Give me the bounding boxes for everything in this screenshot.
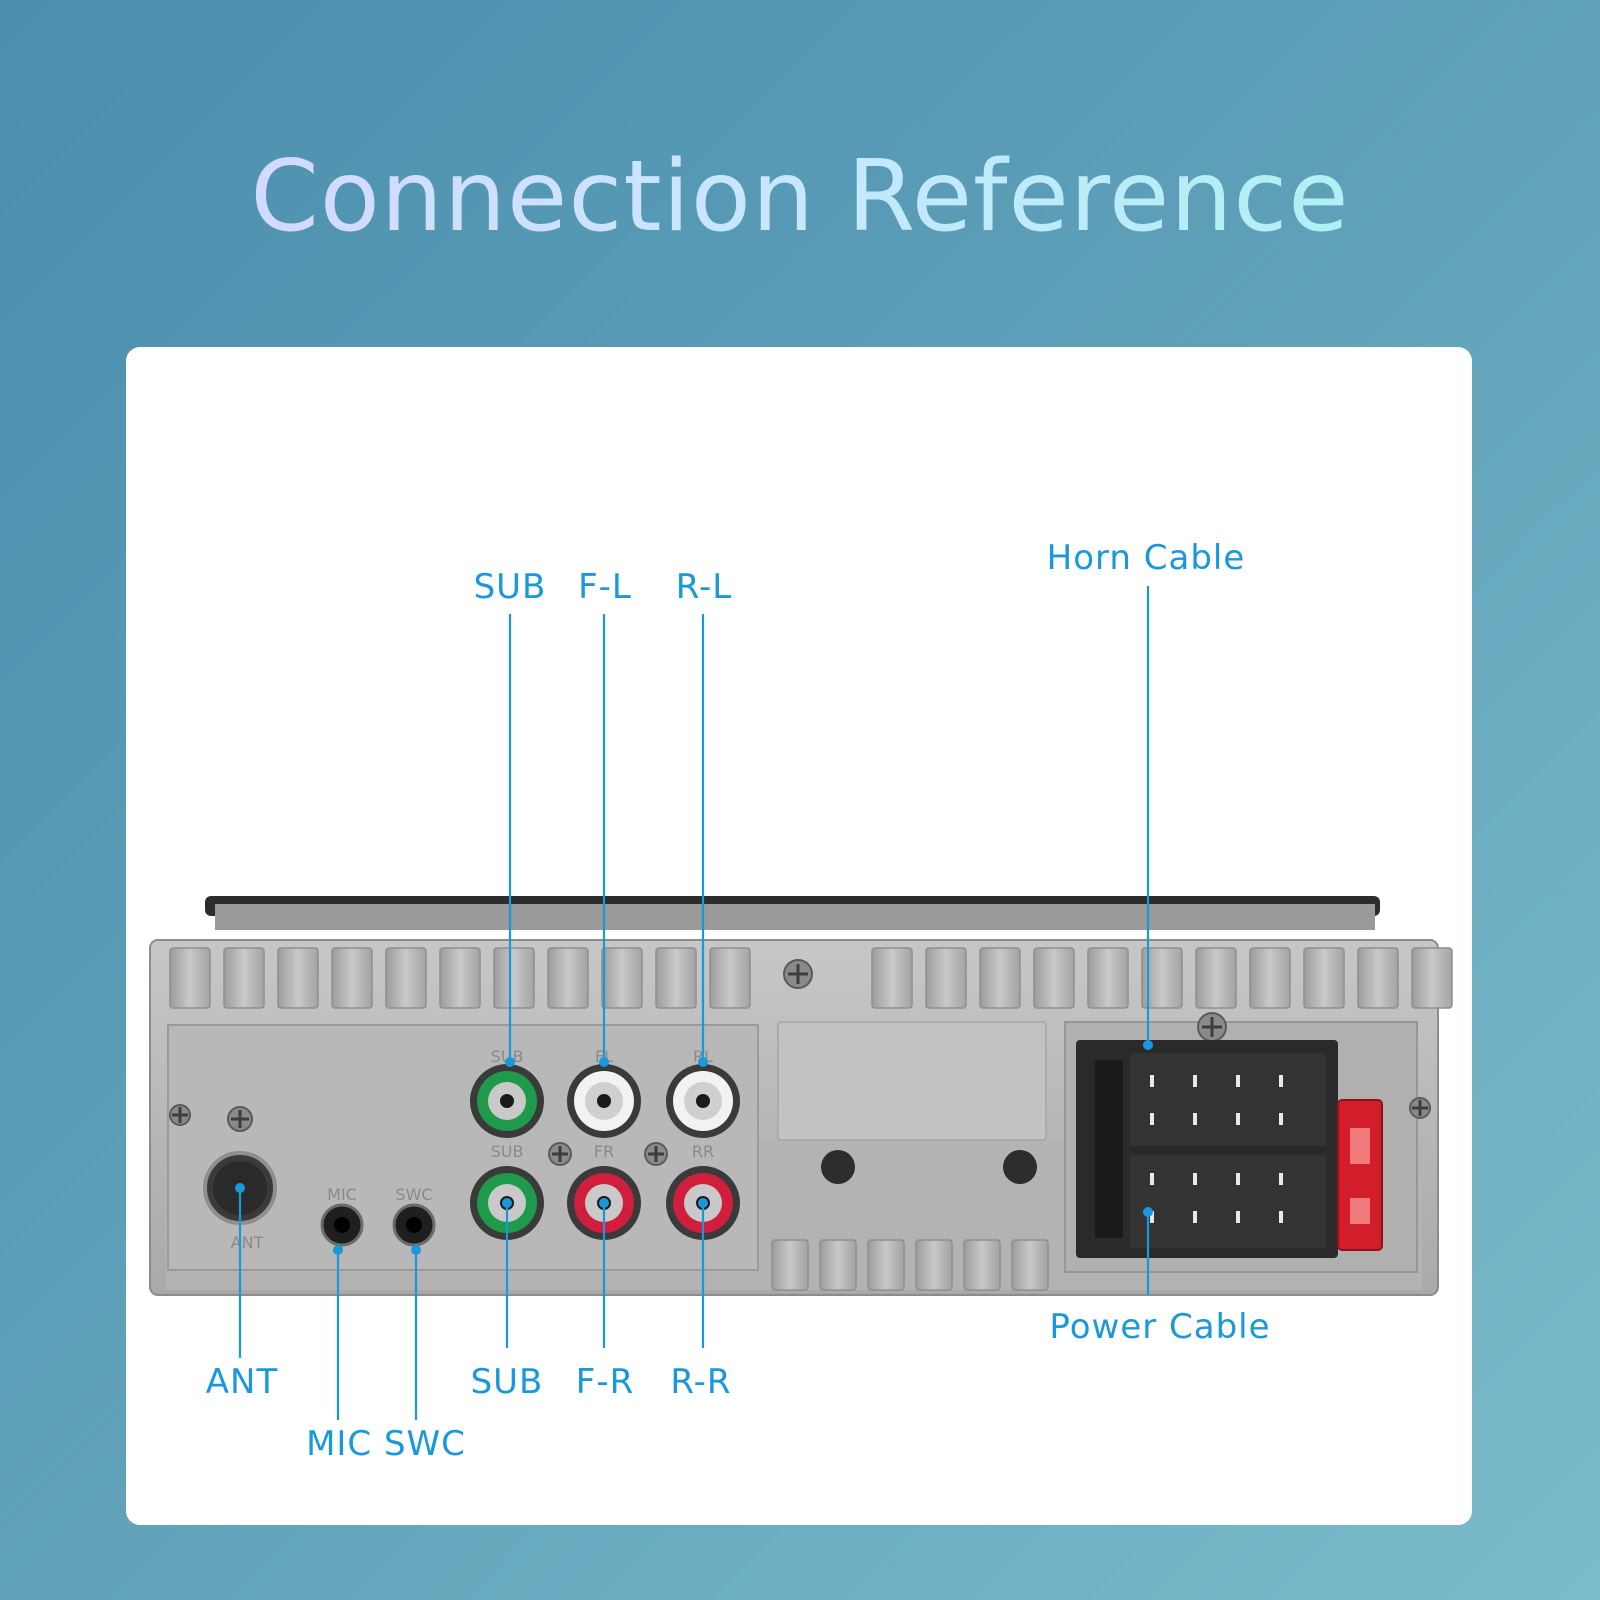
swc-jack: SWC	[392, 1185, 436, 1247]
connector-pin	[1236, 1211, 1240, 1223]
bottom-fin	[915, 1239, 953, 1291]
radio-top-case	[205, 896, 1380, 930]
cooling-fin	[709, 947, 751, 1009]
cooling-fin	[655, 947, 697, 1009]
bottom-fin	[963, 1239, 1001, 1291]
connector-pin	[1150, 1113, 1154, 1125]
connector-pin	[1193, 1113, 1197, 1125]
label-rl: R-L	[676, 567, 732, 607]
cooling-fin	[1141, 947, 1183, 1009]
bottom-fin	[771, 1239, 809, 1291]
cooling-fin	[223, 947, 265, 1009]
connector-pin	[1279, 1173, 1283, 1185]
cooling-fin	[1249, 947, 1291, 1009]
rca-fl: FL	[567, 1047, 641, 1138]
cooling-fin	[385, 947, 427, 1009]
rca-sub-top: SUB	[470, 1047, 544, 1138]
cooling-fin	[1303, 947, 1345, 1009]
screw-icon	[1409, 1097, 1431, 1119]
engraved-fr: FR	[594, 1142, 614, 1161]
connector-pin	[1236, 1173, 1240, 1185]
bottom-fins	[771, 1239, 1049, 1291]
label-fl: F-L	[578, 567, 632, 607]
mic-jack: MIC	[320, 1185, 364, 1247]
connector-pins	[1150, 1075, 1283, 1223]
cooling-fin	[871, 947, 913, 1009]
connector-pin	[1236, 1075, 1240, 1087]
bottom-fin	[867, 1239, 905, 1291]
connector-pin	[1150, 1075, 1154, 1087]
cooling-fin	[1411, 947, 1453, 1009]
screw-hole-icon	[821, 1150, 1037, 1184]
cooling-fin	[169, 947, 211, 1009]
page-title: Connection Reference	[0, 140, 1600, 254]
connector-pin	[1150, 1211, 1154, 1223]
engraved-ant: ANT	[231, 1233, 264, 1252]
engraved-mic: MIC	[327, 1185, 357, 1204]
engraved-swc: SWC	[395, 1185, 432, 1204]
connector-pin	[1193, 1211, 1197, 1223]
label-sub-bottom: SUB	[471, 1362, 544, 1402]
middle-plate	[777, 1021, 1047, 1141]
cooling-fin	[601, 947, 643, 1009]
screw-icon	[1197, 1012, 1227, 1042]
cooling-fin	[1033, 947, 1075, 1009]
cooling-fin	[547, 947, 589, 1009]
screw-icon	[548, 1142, 572, 1166]
connector-pin	[1193, 1173, 1197, 1185]
label-horn-cable: Horn Cable	[1047, 538, 1246, 578]
cooling-fins	[169, 947, 1453, 1009]
engraved-rr: RR	[692, 1142, 714, 1161]
engraved-sub-top: SUB	[491, 1047, 524, 1066]
leader-lines	[235, 586, 1153, 1420]
connector-pin	[1279, 1113, 1283, 1125]
cooling-fin	[1087, 947, 1129, 1009]
fuse-icon	[1337, 1099, 1383, 1251]
label-rr: R-R	[670, 1362, 731, 1402]
connector-pin	[1150, 1173, 1154, 1185]
cooling-fin	[277, 947, 319, 1009]
label-ant: ANT	[206, 1362, 278, 1402]
connector-pin	[1193, 1075, 1197, 1087]
rca-rl: RL	[666, 1047, 740, 1138]
engraved-sub-bottom: SUB	[491, 1142, 524, 1161]
connector-pin	[1279, 1211, 1283, 1223]
cooling-fin	[331, 947, 373, 1009]
label-mic-swc: MIC SWC	[306, 1424, 466, 1464]
connector-pin	[1236, 1113, 1240, 1125]
screw-icon	[644, 1142, 668, 1166]
cooling-fin	[493, 947, 535, 1009]
cooling-fin	[925, 947, 967, 1009]
diagram-card	[126, 347, 1472, 1525]
screw-icon	[783, 959, 813, 989]
cooling-fin	[1357, 947, 1399, 1009]
screw-icon	[169, 1104, 191, 1126]
cooling-fin	[1195, 947, 1237, 1009]
label-fr: F-R	[576, 1362, 634, 1402]
connector-pin	[1279, 1075, 1283, 1087]
screw-icon	[227, 1106, 253, 1132]
bottom-fin	[819, 1239, 857, 1291]
cooling-fin	[439, 947, 481, 1009]
cooling-fin	[979, 947, 1021, 1009]
bottom-fin	[1011, 1239, 1049, 1291]
label-sub-top: SUB	[474, 567, 547, 607]
label-power-cable: Power Cable	[1049, 1307, 1270, 1347]
iso-harness-connector	[1076, 1040, 1338, 1258]
